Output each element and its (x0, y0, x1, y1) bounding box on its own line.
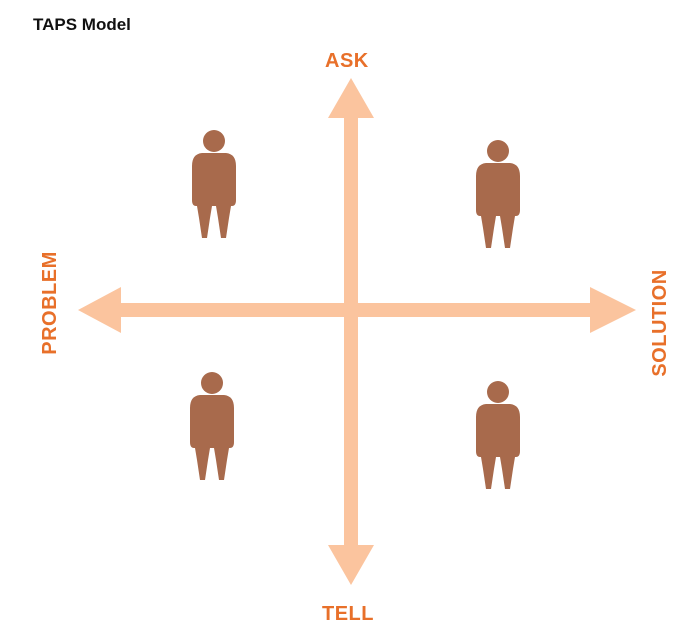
person-icon-top-right (476, 140, 520, 248)
diagram-title: TAPS Model (33, 15, 131, 34)
axis-label-problem: PROBLEM (39, 251, 61, 355)
axis-label-solution: SOLUTION (649, 269, 671, 377)
vertical-axis-arrow (328, 78, 374, 585)
axis-label-tell: TELL (322, 603, 374, 625)
axis-label-ask: ASK (325, 50, 369, 72)
horizontal-axis-arrow (78, 287, 636, 333)
person-icon-bottom-right (476, 381, 520, 489)
person-icon-top-left (192, 130, 236, 238)
person-icon-bottom-left (190, 372, 234, 480)
